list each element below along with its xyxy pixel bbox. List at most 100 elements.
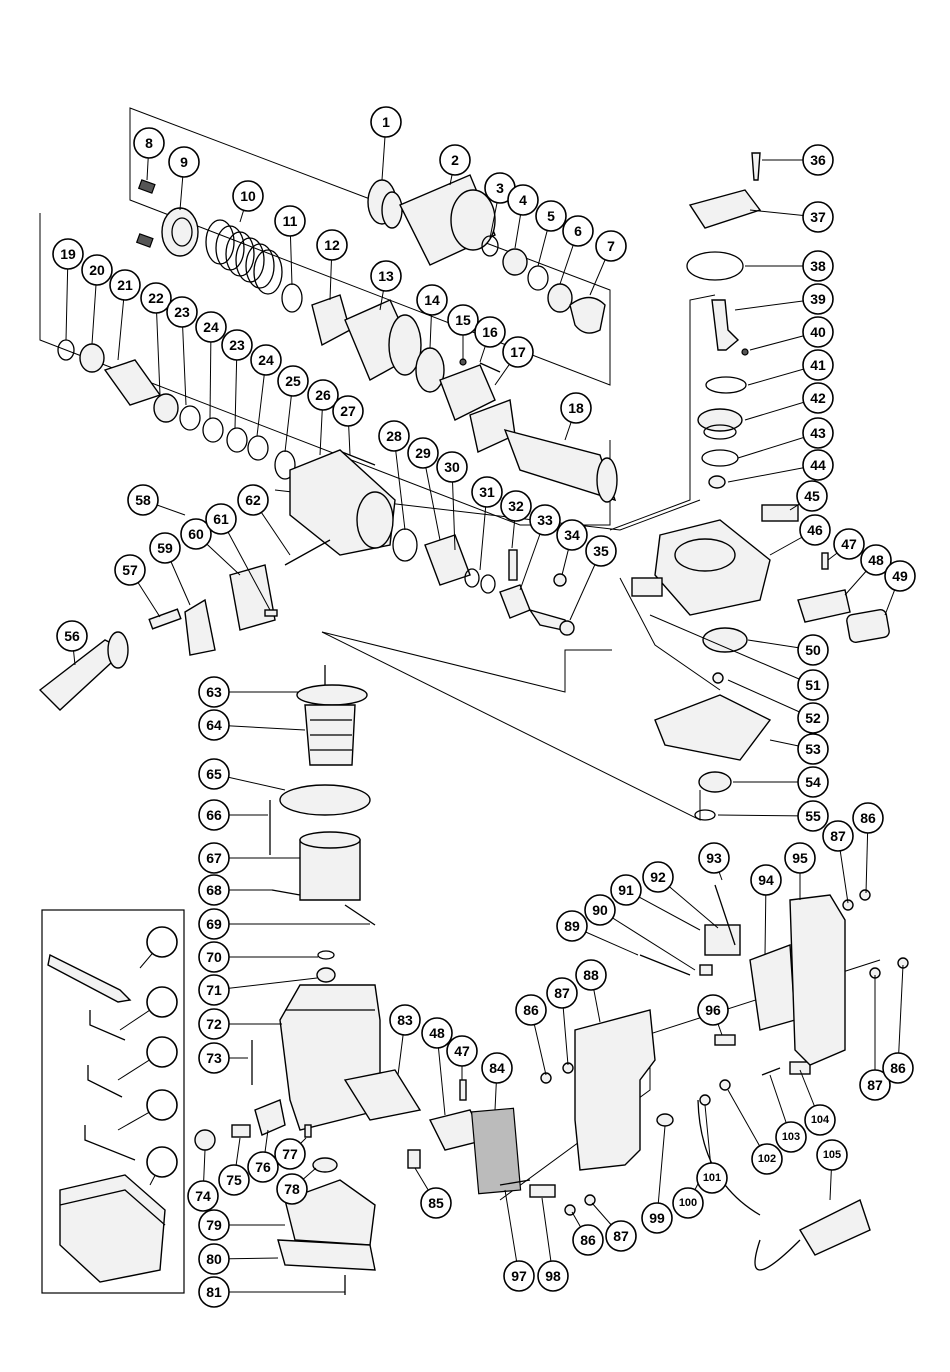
part-callout-27: 27 bbox=[332, 395, 364, 427]
part-callout-7: 7 bbox=[595, 230, 627, 262]
callout-circle bbox=[146, 1089, 178, 1121]
accessory-icons bbox=[47, 953, 166, 1283]
callout-number: 87 bbox=[554, 985, 570, 1001]
carrying-case-icon bbox=[59, 1174, 166, 1283]
part-callout-22: 22 bbox=[140, 282, 172, 314]
part-callout-32: 32 bbox=[500, 490, 532, 522]
callout-circle bbox=[146, 986, 178, 1018]
hex-wrench-icon bbox=[89, 1010, 126, 1041]
part-callout-21: 21 bbox=[109, 269, 141, 301]
part-callout-3: 3 bbox=[484, 172, 516, 204]
callout-circle bbox=[584, 894, 616, 926]
part-callout-70: 70 bbox=[198, 941, 230, 973]
callout-circle bbox=[198, 1008, 230, 1040]
callout-number: 94 bbox=[758, 872, 774, 888]
part-callout-71: 71 bbox=[198, 974, 230, 1006]
part-callout-68: 68 bbox=[198, 874, 230, 906]
callout-circle bbox=[370, 106, 402, 138]
leader-line bbox=[649, 614, 814, 686]
callout-number: 20 bbox=[89, 262, 105, 278]
callout-circle bbox=[529, 504, 561, 536]
part-callout-33: 33 bbox=[529, 504, 561, 536]
hex-wrench-icon bbox=[84, 1125, 136, 1161]
part-callout-42: 42 bbox=[802, 382, 834, 414]
part-callout-100: 100 bbox=[672, 1187, 704, 1219]
callout-number: 25 bbox=[285, 373, 301, 389]
callout-number: 86 bbox=[890, 1060, 906, 1076]
accessory-callouts bbox=[117, 926, 178, 1186]
part-callout-72: 72 bbox=[198, 1008, 230, 1040]
callout-circle bbox=[247, 1151, 279, 1183]
callout-circle bbox=[133, 127, 165, 159]
callout-number: 76 bbox=[255, 1159, 271, 1175]
callout-number: 104 bbox=[811, 1114, 830, 1126]
callout-number: 47 bbox=[841, 536, 857, 552]
callout-number: 96 bbox=[705, 1002, 721, 1018]
part-callout-39: 39 bbox=[802, 283, 834, 315]
callout-number: 98 bbox=[545, 1268, 561, 1284]
callout-circle bbox=[585, 535, 617, 567]
callout-number: 65 bbox=[206, 766, 222, 782]
callout-circle bbox=[332, 395, 364, 427]
part-callout-8: 8 bbox=[133, 127, 165, 159]
callout-circle bbox=[389, 1004, 421, 1036]
part-callout-102: 102 bbox=[751, 1143, 783, 1175]
callout-circle bbox=[149, 532, 181, 564]
callout-number: 57 bbox=[122, 562, 138, 578]
callout-circle bbox=[198, 709, 230, 741]
callout-number: 50 bbox=[805, 642, 821, 658]
callout-circle bbox=[198, 842, 230, 874]
callout-number: 31 bbox=[479, 484, 495, 500]
callout-number: 105 bbox=[823, 1149, 841, 1161]
part-callout-24: 24 bbox=[195, 311, 227, 343]
part-callout-6: 6 bbox=[562, 215, 594, 247]
part-callout-84: 84 bbox=[481, 1052, 513, 1084]
callout-circle bbox=[447, 304, 479, 336]
callout-number: 53 bbox=[805, 741, 821, 757]
callout-circle bbox=[198, 1209, 230, 1241]
callout-circle bbox=[750, 864, 782, 896]
part-callout-54: 54 bbox=[797, 766, 829, 798]
callout-circle bbox=[884, 560, 916, 592]
part-callout-12: 12 bbox=[316, 229, 348, 261]
part-callout-93: 93 bbox=[698, 842, 730, 874]
callout-circle bbox=[198, 908, 230, 940]
callout-circle bbox=[556, 519, 588, 551]
callout-circle bbox=[642, 861, 674, 893]
callout-number: 85 bbox=[428, 1195, 444, 1211]
callout-number: 89 bbox=[564, 918, 580, 934]
callout-circle bbox=[797, 702, 829, 734]
part-callout-36: 36 bbox=[802, 144, 834, 176]
callout-number: 3 bbox=[496, 180, 504, 196]
callout-circle bbox=[802, 349, 834, 381]
callout-number: 52 bbox=[805, 710, 821, 726]
part-callout-4: 4 bbox=[507, 184, 539, 216]
part-callout-79: 79 bbox=[198, 1209, 230, 1241]
part-callout-30: 30 bbox=[436, 451, 468, 483]
callout-circle bbox=[507, 184, 539, 216]
callout-number: 39 bbox=[810, 291, 826, 307]
part-callout-5: 5 bbox=[535, 200, 567, 232]
part-callout-86: 86 bbox=[572, 1224, 604, 1256]
callout-number: 78 bbox=[284, 1181, 300, 1197]
part-callout-67: 67 bbox=[198, 842, 230, 874]
callout-number: 100 bbox=[679, 1197, 697, 1209]
callout-number: 44 bbox=[810, 457, 826, 473]
part-callout-99: 99 bbox=[641, 1202, 673, 1234]
callout-number: 73 bbox=[206, 1050, 222, 1066]
callout-circle bbox=[775, 1121, 807, 1153]
callout-number: 49 bbox=[892, 568, 908, 584]
accessory-box bbox=[41, 909, 185, 1294]
part-callout-48: 48 bbox=[421, 1017, 453, 1049]
callout-number: 83 bbox=[397, 1012, 413, 1028]
callout-number: 95 bbox=[792, 850, 808, 866]
part-callout-55: 55 bbox=[797, 800, 829, 832]
part-callout-38: 38 bbox=[802, 250, 834, 282]
callout-circle bbox=[198, 1042, 230, 1074]
callout-circle bbox=[797, 669, 829, 701]
part-callout-74: 74 bbox=[187, 1180, 219, 1212]
callout-circle bbox=[198, 758, 230, 790]
accessory-callout bbox=[146, 986, 178, 1018]
callout-circle bbox=[641, 1202, 673, 1234]
callout-circle bbox=[114, 554, 146, 586]
